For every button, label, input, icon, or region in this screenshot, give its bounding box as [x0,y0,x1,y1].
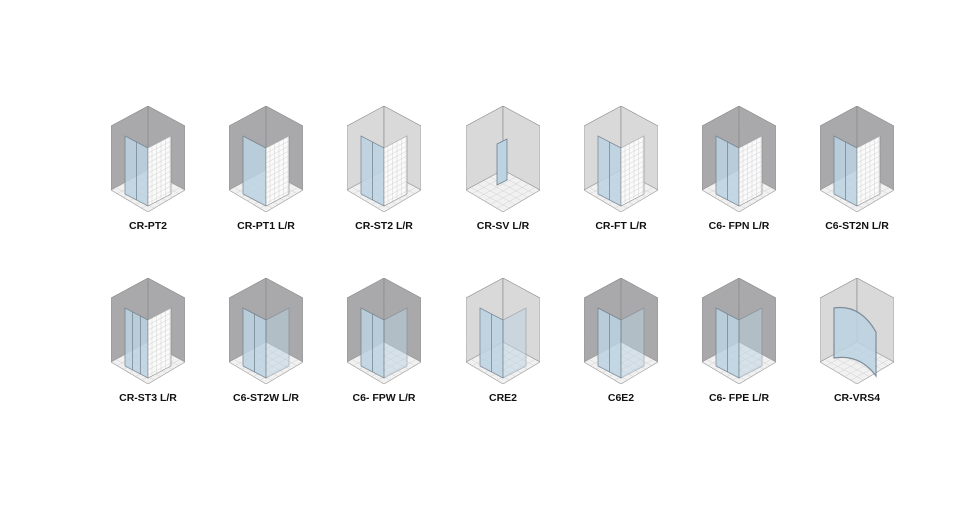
shower-enclosure-side-panel-icon [229,106,303,212]
enclosure-label: C6-ST2W L/R [233,392,299,404]
shower-enclosure-corner-icon [347,278,421,384]
enclosure-label: CR-SV L/R [476,220,530,232]
enclosure-label: CR-ST2 L/R [355,220,413,232]
shower-enclosure-side-panel-icon [702,106,776,212]
enclosure-label: CR-FT L/R [595,220,647,232]
enclosure-label: CR-VRS4 [833,392,881,404]
enclosure-label: C6- FPE L/R [708,392,770,404]
enclosure-label: CR-PT1 L/R [237,220,295,232]
enclosure-item: CR-SV L/R [448,106,558,232]
enclosure-label: C6- FPN L/R [708,220,770,232]
enclosure-item: CR-ST3 L/R [93,278,203,404]
shower-enclosure-niche-sliding-icon [347,106,421,212]
shower-enclosure-single-door-icon [466,106,540,212]
shower-enclosure-side-panel-icon [820,106,894,212]
enclosure-item: C6-ST2N L/R [802,106,912,232]
enclosure-item: CRE2 [448,278,558,404]
enclosure-item: C6- FPW L/R [329,278,439,404]
shower-enclosure-square-corner-icon [584,278,658,384]
enclosure-label: CRE2 [488,392,517,404]
enclosure-item: C6-ST2W L/R [211,278,321,404]
enclosure-item: CR-VRS4 [802,278,912,404]
enclosure-item: CR-ST2 L/R [329,106,439,232]
shower-enclosure-side-panel-icon [111,278,185,384]
enclosure-label: C6E2 [607,392,635,404]
enclosure-label: C6- FPW L/R [352,392,416,404]
shower-enclosure-corner-icon [229,278,303,384]
shower-enclosure-square-corner-icon [466,278,540,384]
enclosure-label: CR-PT2 [129,220,167,232]
enclosure-item: CR-PT1 L/R [211,106,321,232]
shower-enclosure-quadrant-icon [820,278,894,384]
enclosure-item: C6E2 [566,278,676,404]
shower-enclosure-square-corner-icon [702,278,776,384]
enclosure-label: CR-ST3 L/R [119,392,177,404]
shower-enclosure-niche-folding-icon [584,106,658,212]
enclosure-item: CR-PT2 [93,106,203,232]
enclosure-label: C6-ST2N L/R [825,220,889,232]
enclosure-item: C6- FPN L/R [684,106,794,232]
shower-enclosure-side-panel-icon [111,106,185,212]
enclosure-item: CR-FT L/R [566,106,676,232]
enclosure-item: C6- FPE L/R [684,278,794,404]
